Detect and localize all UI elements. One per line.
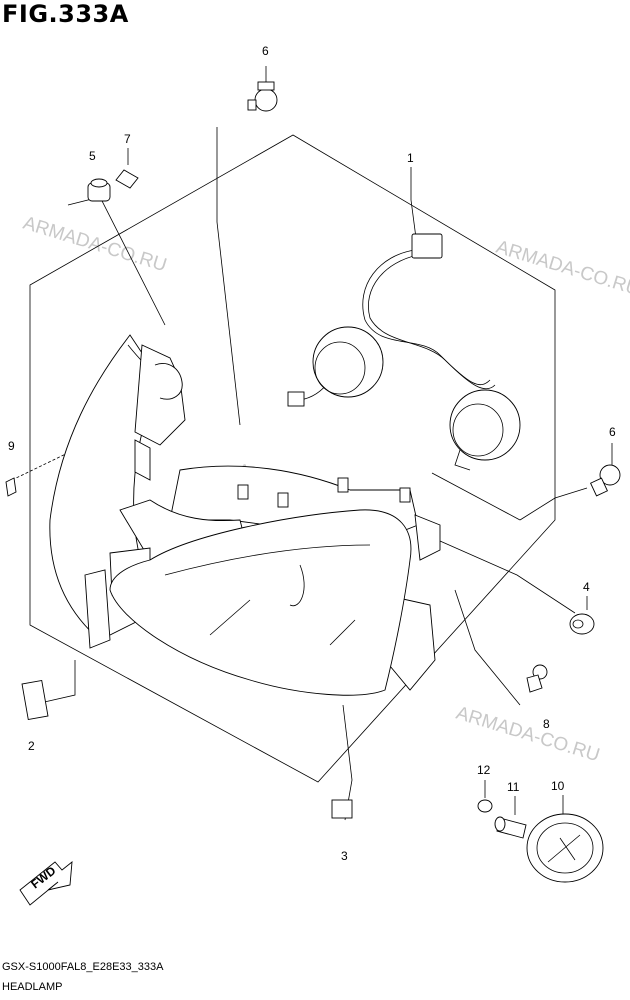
bolt-7 bbox=[115, 148, 139, 189]
label-2 bbox=[21, 680, 49, 720]
watermark-2: ARMADA-CO.RU bbox=[494, 237, 630, 301]
clip-9 bbox=[5, 477, 17, 497]
callout-10: 10 bbox=[551, 779, 565, 793]
watermark-1: ARMADA-CO.RU bbox=[21, 213, 169, 277]
callout-8: 8 bbox=[543, 717, 550, 731]
forward-arrow: FWD bbox=[19, 860, 73, 906]
watermark-4: ARMADA-CO.RU bbox=[454, 703, 602, 767]
headlamp-housing bbox=[49, 334, 441, 691]
bulb-right bbox=[590, 443, 621, 497]
callout-2: 2 bbox=[28, 739, 35, 753]
fastener-8 bbox=[526, 664, 548, 693]
grommet-5 bbox=[87, 178, 111, 202]
callout-3: 3 bbox=[341, 849, 348, 863]
headlamp-lens bbox=[109, 509, 412, 696]
grommet-4 bbox=[569, 596, 595, 635]
assembly-frame bbox=[29, 134, 556, 783]
bolt-11 bbox=[494, 796, 527, 839]
callout-6-right: 6 bbox=[609, 425, 616, 439]
figure-title: FIG.333A bbox=[2, 0, 129, 28]
washer-12 bbox=[477, 780, 493, 813]
callout-5: 5 bbox=[89, 149, 96, 163]
callout-1: 1 bbox=[407, 151, 414, 165]
callout-12: 12 bbox=[477, 763, 491, 777]
leader-lines bbox=[11, 127, 588, 821]
callout-11: 11 bbox=[507, 780, 520, 794]
callout-7: 7 bbox=[124, 132, 131, 146]
callout-6-top: 6 bbox=[262, 44, 269, 58]
callout-numbers: 1 2 3 4 5 6 6 7 8 9 10 11 12 bbox=[8, 44, 616, 863]
callout-9: 9 bbox=[8, 439, 15, 453]
wiring-harness bbox=[287, 233, 521, 471]
label-3 bbox=[331, 799, 353, 819]
cover-10 bbox=[526, 795, 604, 883]
bulb-top bbox=[247, 66, 278, 112]
callout-4: 4 bbox=[583, 580, 590, 594]
figure-code: GSX-S1000FAL8_E28E33_333A bbox=[2, 961, 164, 973]
figure-name: HEADLAMP bbox=[2, 981, 63, 993]
